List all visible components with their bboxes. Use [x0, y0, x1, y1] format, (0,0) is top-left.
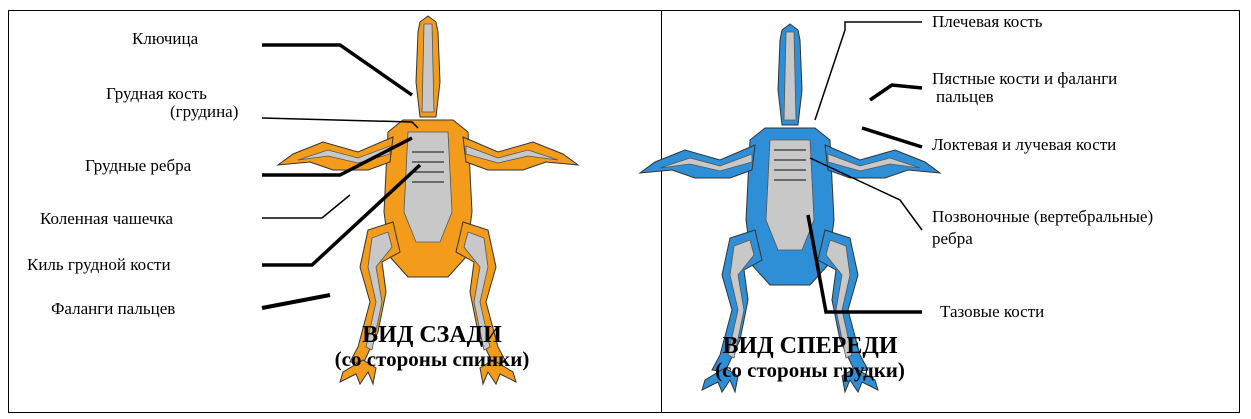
label-vertebral-ribs: Позвоночные (вертебральные)	[932, 208, 1153, 226]
label-metacarpals: Пястные кости и фаланги	[932, 70, 1117, 88]
label-keel: Киль грудной кости	[27, 256, 171, 274]
label-vertebral-ribs-alt: ребра	[932, 230, 973, 248]
label-toe-phalanges: Фаланги пальцев	[51, 300, 175, 318]
label-ulna-radius: Локтевая и лучевая кости	[932, 136, 1116, 154]
label-metacarpals-alt: пальцев	[936, 88, 994, 106]
label-thoracic-ribs: Грудные ребра	[85, 157, 191, 175]
back-view-subtitle: (со стороны спинки)	[272, 347, 592, 371]
label-humerus: Плечевая кость	[932, 13, 1042, 31]
back-view-title: ВИД СЗАДИ	[302, 323, 562, 347]
label-pelvis: Тазовые кости	[940, 303, 1044, 321]
label-sternum: Грудная кость	[106, 85, 207, 103]
label-clavicle: Ключица	[132, 30, 198, 48]
label-sternum-alt: (грудина)	[170, 103, 238, 121]
front-view-title: ВИД СПЕРЕДИ	[690, 334, 930, 358]
front-view-subtitle: (со стороны грудки)	[665, 358, 955, 382]
label-kneecap: Коленная чашечка	[40, 210, 173, 228]
